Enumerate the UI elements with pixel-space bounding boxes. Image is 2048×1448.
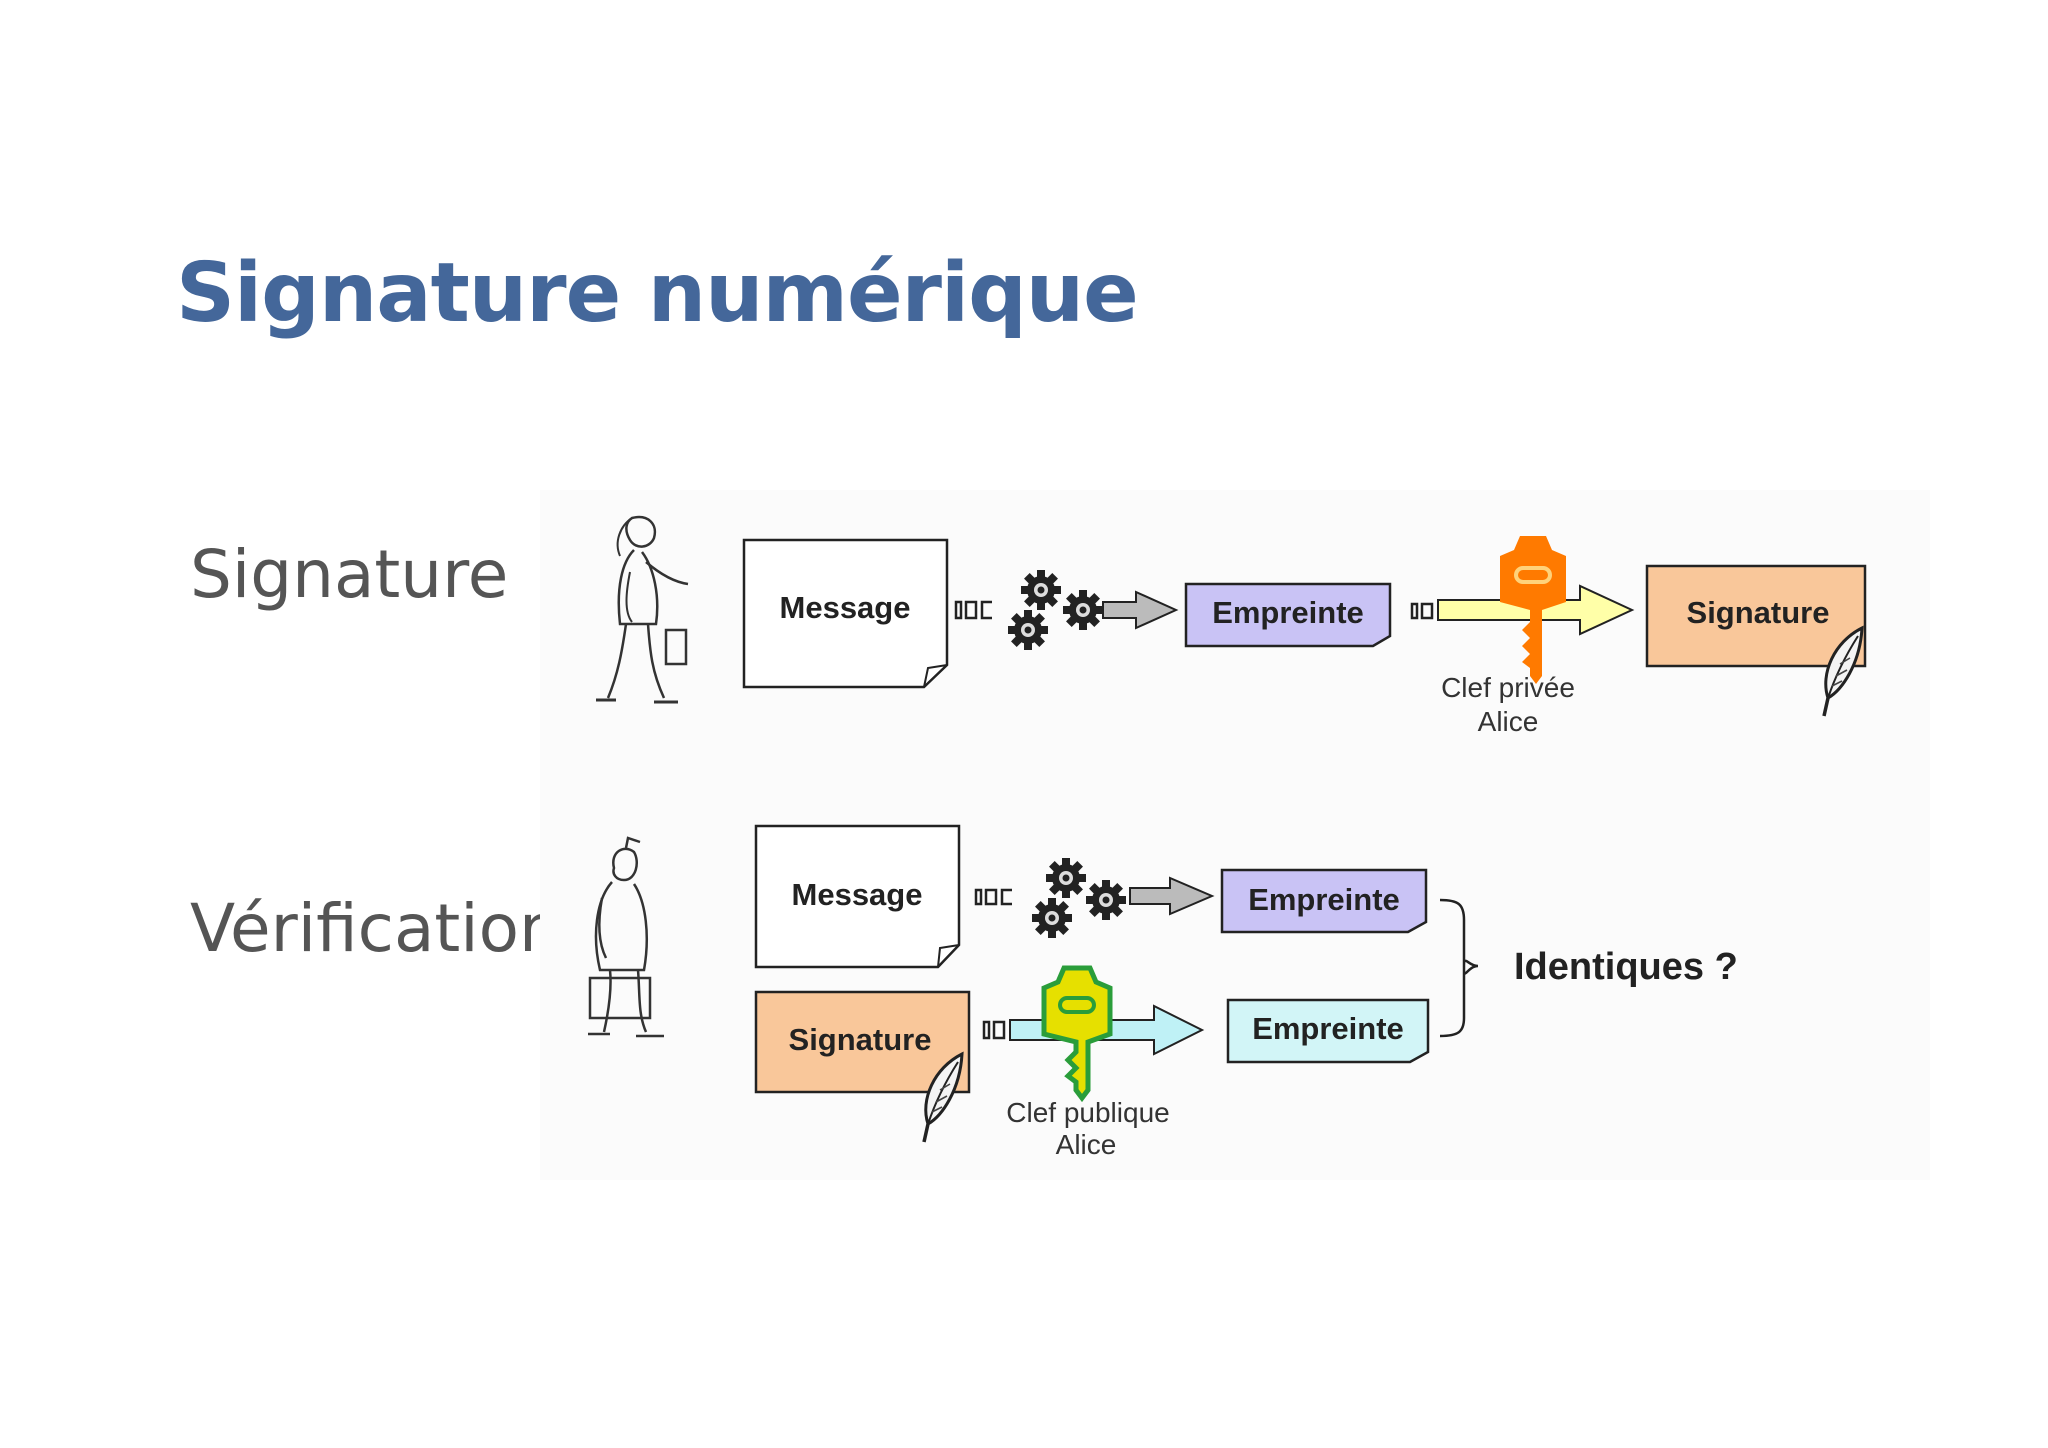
gears-icon — [1008, 570, 1103, 650]
key-caption: Clef privée — [1441, 672, 1575, 703]
gears-icon — [1032, 858, 1126, 938]
key-caption: Clef publique — [1006, 1097, 1169, 1128]
key-caption: Alice — [1478, 706, 1539, 737]
person-icon — [594, 515, 690, 704]
message-label: Message — [780, 590, 911, 625]
slide-title: Signature numérique — [176, 246, 1139, 341]
dashes-icon — [954, 600, 992, 620]
signature-box: Signature — [1645, 564, 1867, 668]
empreinte-decrypted-box: Empreinte — [1226, 998, 1430, 1064]
row-label-verification: Vérification — [190, 890, 561, 967]
key-caption: Alice — [1056, 1129, 1117, 1160]
message-label: Message — [792, 877, 923, 912]
signature-label: Signature — [789, 1022, 932, 1057]
arrow-icon — [1102, 590, 1179, 630]
key-icon — [1500, 536, 1566, 684]
arrow-icon — [1129, 876, 1215, 916]
empreinte-label: Empreinte — [1212, 595, 1364, 630]
signature-box: Signature — [754, 990, 971, 1094]
dashes-icon — [974, 888, 1012, 906]
identiques-label: Identiques ? — [1514, 946, 1738, 988]
empreinte-box: Empreinte — [1184, 582, 1392, 648]
signature-diagram: Message Empreinte Clef privée Alice Sign… — [540, 490, 1930, 1180]
person-icon — [588, 836, 664, 1038]
empreinte-hash-box: Empreinte — [1220, 868, 1428, 934]
message-document: Message — [754, 824, 961, 969]
signature-label: Signature — [1687, 595, 1830, 630]
dashes-icon — [982, 1020, 1006, 1040]
row-label-signature: Signature — [190, 536, 509, 613]
key-icon — [1041, 965, 1113, 1103]
dashes-icon — [1410, 602, 1434, 620]
empreinte-label: Empreinte — [1248, 882, 1400, 917]
empreinte-label: Empreinte — [1252, 1011, 1404, 1046]
brace-icon — [1439, 898, 1479, 1038]
message-document: Message — [742, 538, 949, 689]
